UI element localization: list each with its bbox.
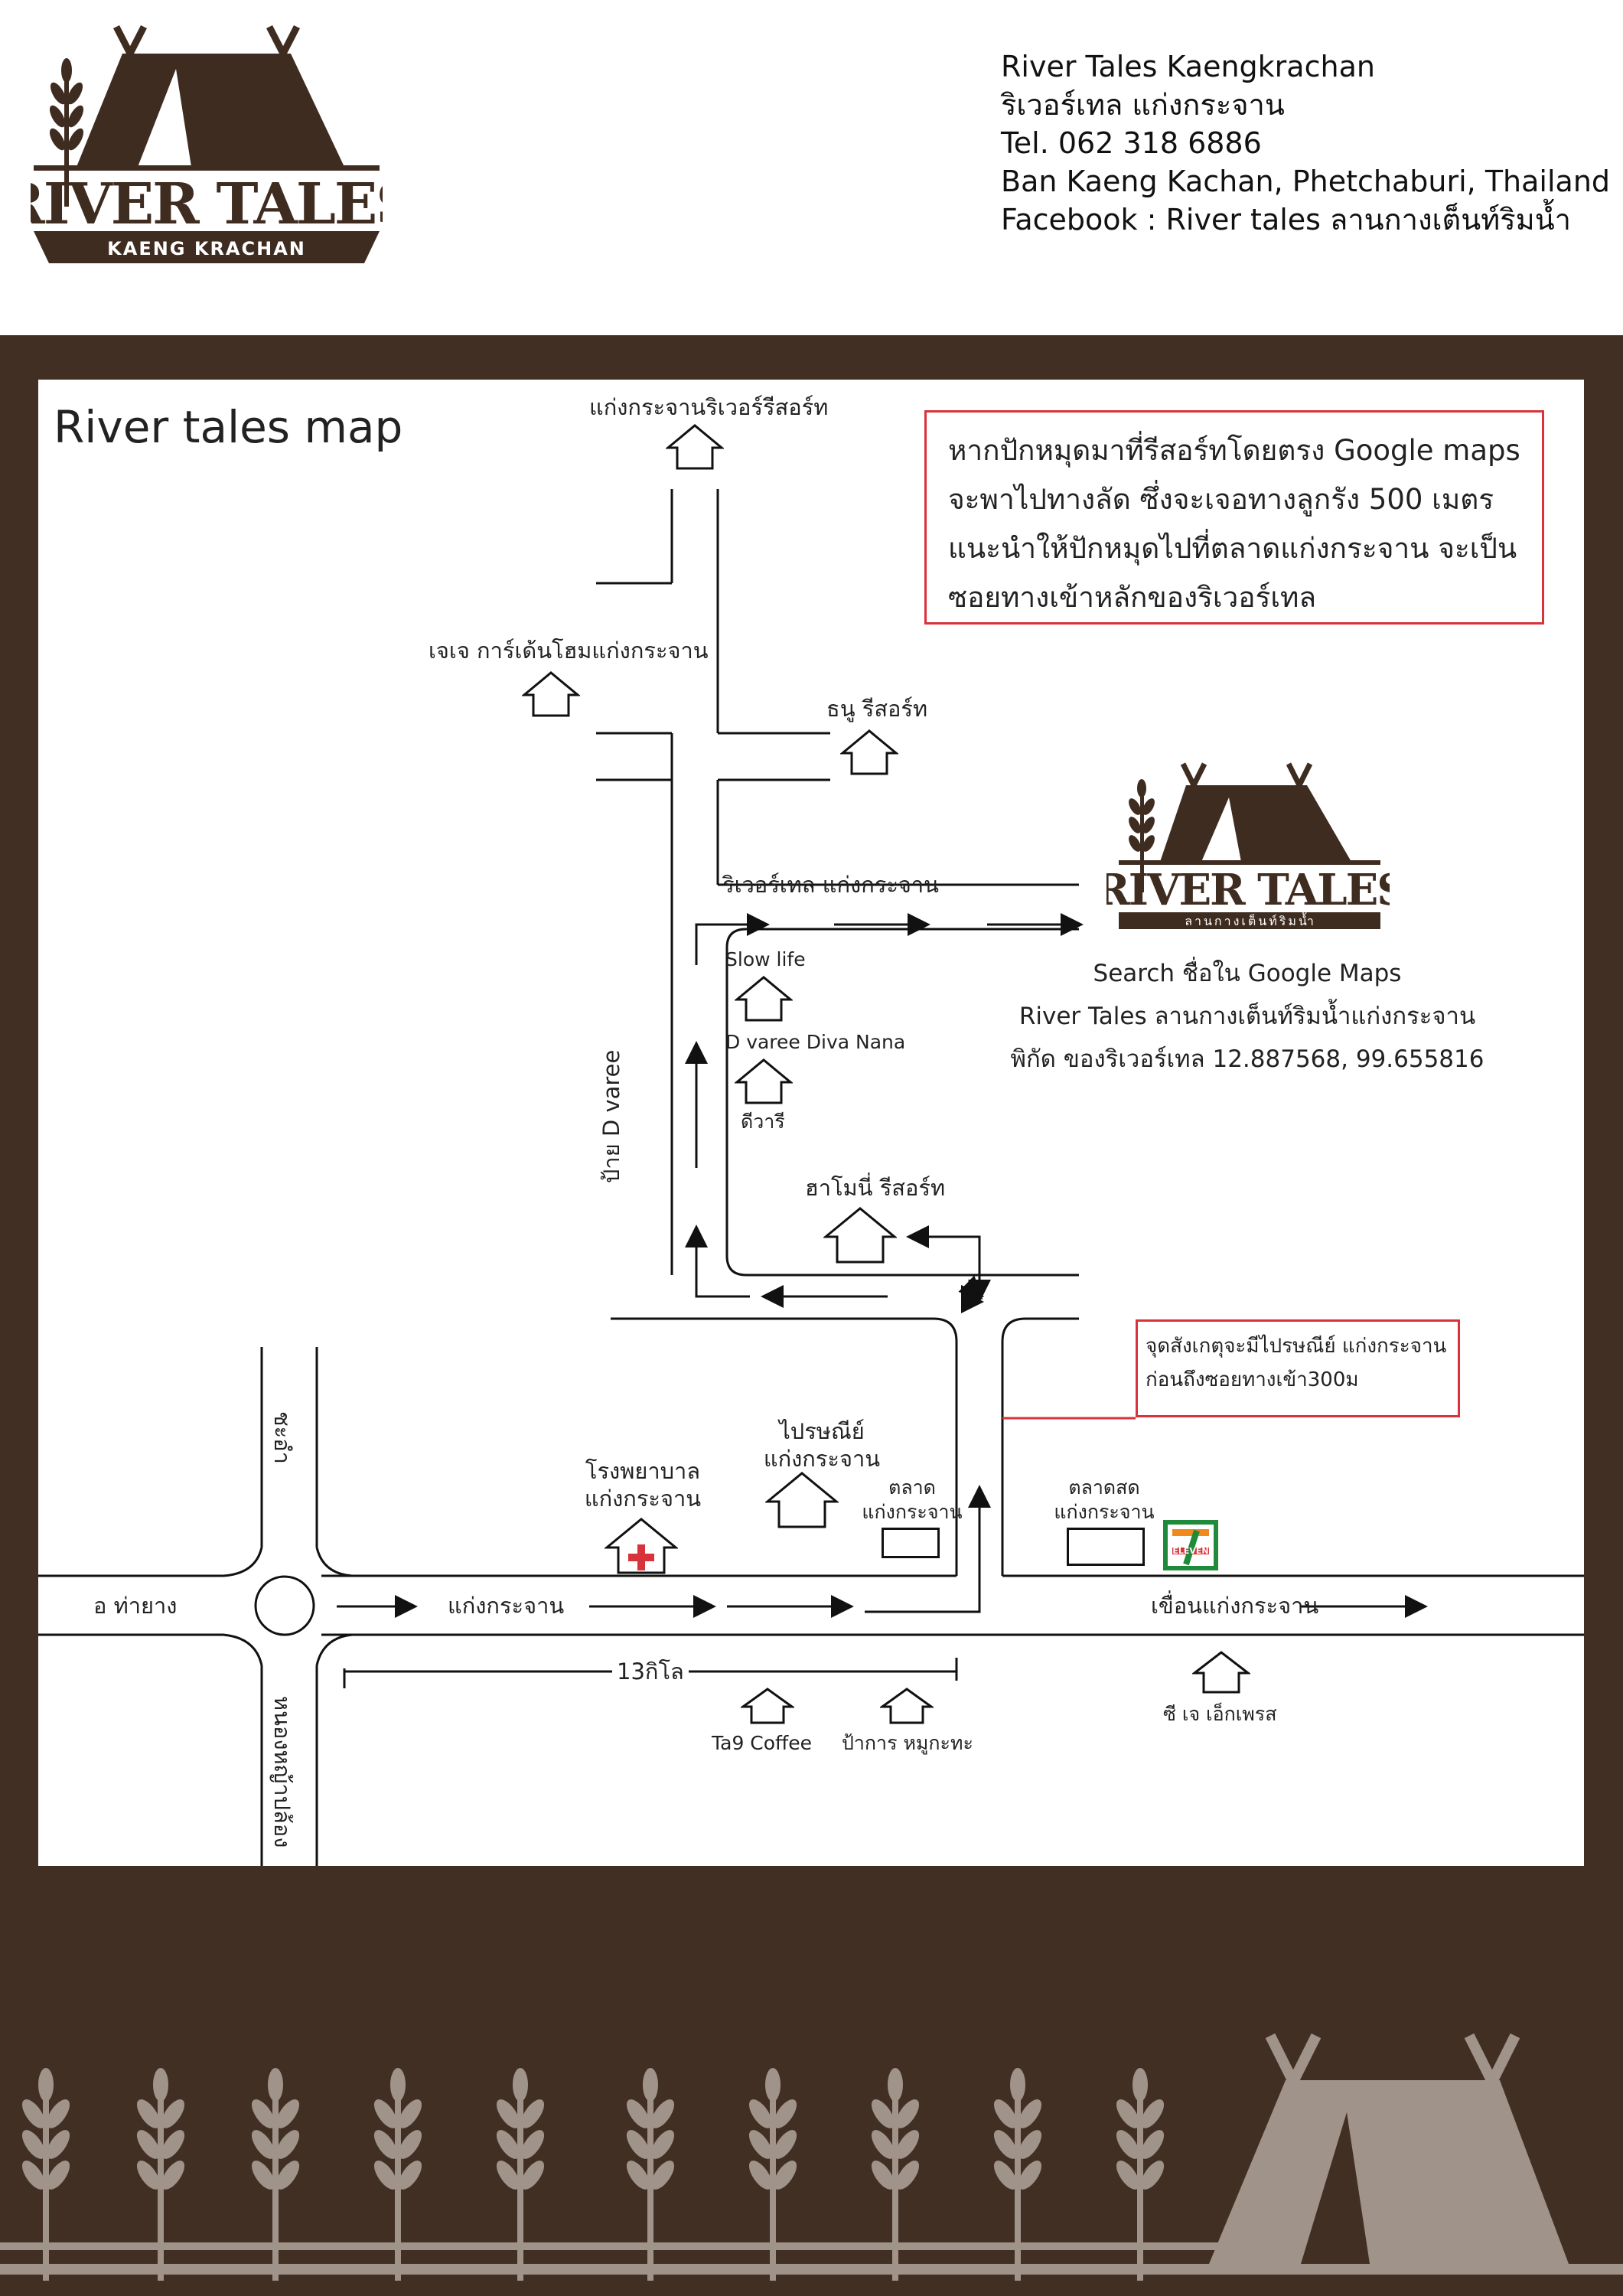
- label-market: ตลาด แก่งกระจาน: [859, 1476, 966, 1525]
- note-line: แนะนำให้ปักหมุดไปที่ตลาดแก่งกระจาน จะเป็…: [948, 532, 1517, 565]
- house-icon: [1192, 1651, 1250, 1694]
- label-cj-express: ซี เจ เอ็กเพรส: [1163, 1703, 1277, 1725]
- svg-text:RIVER TALES: RIVER TALES: [1106, 865, 1390, 915]
- contact-facebook: Facebook : River tales ลานกางเต็นท์ริมน้…: [1001, 203, 1572, 236]
- label-line: แก่งกระจาน: [1054, 1501, 1155, 1523]
- svg-text:KAENG KRACHAN: KAENG KRACHAN: [107, 238, 306, 259]
- house-icon: [666, 424, 724, 470]
- contact-name-en: River Tales Kaengkrachan: [1001, 50, 1375, 83]
- market-box: [882, 1528, 940, 1558]
- label-tanu-resort: ธนู รีสอร์ท: [826, 696, 928, 722]
- label-post-office: ไปรษณีย์ แก่งกระจาน: [753, 1417, 891, 1473]
- label-hospital: โรงพยาบาล แก่งกระจาน: [574, 1457, 712, 1512]
- house-icon: [840, 729, 898, 775]
- label-fresh-market: ตลาดสด แก่งกระจาน: [1047, 1476, 1162, 1525]
- label-line: ตลาด: [888, 1476, 936, 1499]
- house-icon: [765, 1472, 839, 1528]
- label-kaeng-krachan-road: แก่งกระจาน: [448, 1593, 565, 1619]
- label-d-varee-th: ดีวารี: [741, 1110, 785, 1133]
- label-river-tales-road: ริเวอร์เทล แก่งกระจาน: [722, 872, 940, 898]
- label-d-varee: D varee Diva Nana: [725, 1031, 906, 1053]
- house-icon: [735, 976, 793, 1022]
- label-ta9-coffee: Ta9 Coffee: [712, 1732, 813, 1754]
- search-line: River Tales ลานกางเต็นท์ริมน้ำแก่งกระจาน: [1018, 1003, 1476, 1030]
- label-jj-garden: เจเจ การ์เด้นโฮมแก่งกระจาน: [429, 638, 709, 664]
- resort-logo: RIVER TALES ลานกางเต็นท์ริมน้ำ: [1106, 762, 1390, 929]
- wheat-icon: [0, 2068, 1623, 2281]
- label-nong-ya-plong: หนองหญ้าปล้อง: [269, 1696, 295, 1848]
- map-panel: River tales map หากปักหมุดมาที่รีสอร์ทโด…: [38, 380, 1584, 1866]
- house-icon: [880, 1688, 934, 1724]
- note-line: ซอยทางเข้าหลักของริเวอร์เทล: [948, 581, 1317, 614]
- label-line: โรงพยาบาล: [585, 1458, 701, 1484]
- note-line: จุดสังเกตุจะมีไปรษณีย์ แก่งกระจาน: [1146, 1335, 1447, 1358]
- label-amoni-resort: ฮาโมนี่ รีสอร์ท: [805, 1175, 946, 1201]
- note-post-office: จุดสังเกตุจะมีไปรษณีย์ แก่งกระจาน ก่อนถึ…: [1136, 1319, 1460, 1417]
- map-title: River tales map: [54, 401, 403, 453]
- label-line: แก่งกระจาน: [763, 1446, 881, 1472]
- label-line: แก่งกระจาน: [862, 1501, 963, 1523]
- label-cha-am: ชะอำ: [269, 1411, 295, 1464]
- label-d-varee-sign: ป้าย D varee: [598, 1049, 624, 1183]
- label-river-resort: แก่งกระจานริเวอร์รีสอร์ท: [589, 394, 829, 420]
- search-instructions: Search ชื่อใน Google Maps River Tales ลา…: [926, 952, 1569, 1081]
- svg-text:ลานกางเต็นท์ริมน้ำ: ลานกางเต็นท์ริมน้ำ: [1185, 912, 1316, 928]
- label-dam-road: เขื่อนแก่งกระจาน: [1151, 1593, 1319, 1619]
- tent-silhouette-icon: [1209, 2033, 1569, 2264]
- note-line: หากปักหมุดมาที่รีสอร์ทโดยตรง Google maps: [948, 434, 1520, 467]
- tent-logo-icon: RIVER TALES KAENG KRACHAN: [31, 24, 383, 263]
- house-icon: [823, 1207, 897, 1264]
- house-icon: [522, 671, 580, 717]
- label-pakarn: ป้าการ หมูกะทะ: [842, 1732, 973, 1754]
- note-line: จะพาไปทางลัด ซึ่งจะเจอทางลูกรัง 500 เมตร: [948, 483, 1494, 516]
- label-line: ไปรษณีย์: [779, 1418, 865, 1444]
- contact-info: River Tales Kaengkrachan ริเวอร์เทล แก่ง…: [1001, 47, 1613, 239]
- house-icon: [741, 1688, 794, 1724]
- footer-decoration: [0, 2033, 1623, 2281]
- label-tha-yang: อ ท่ายาง: [93, 1593, 178, 1619]
- label-distance: 13กิโล: [617, 1658, 684, 1684]
- hospital-cross-icon: [605, 1518, 678, 1574]
- svg-text:RIVER TALES: RIVER TALES: [31, 171, 383, 237]
- contact-name-th: ริเวอร์เทล แก่งกระจาน: [1001, 88, 1285, 122]
- fresh-market-box: [1067, 1528, 1145, 1566]
- header: RIVER TALES KAENG KRACHAN River Tales Ka…: [0, 0, 1623, 335]
- search-line: พิกัด ของริเวอร์เทล 12.887568, 99.655816: [1010, 1045, 1484, 1073]
- seven-eleven-logo-icon: ELEVEN: [1163, 1520, 1218, 1570]
- road-network: [38, 489, 1584, 1866]
- label-line: แก่งกระจาน: [584, 1486, 702, 1512]
- svg-text:ELEVEN: ELEVEN: [1172, 1546, 1208, 1556]
- label-slow-life: Slow life: [725, 948, 806, 970]
- contact-phone: Tel. 062 318 6886: [1001, 126, 1262, 160]
- contact-address: Ban Kaeng Kachan, Phetchaburi, Thailand: [1001, 165, 1611, 198]
- search-line: Search ชื่อใน Google Maps: [1093, 960, 1402, 987]
- house-icon: [735, 1058, 793, 1104]
- note-google-maps: หากปักหมุดมาที่รีสอร์ทโดยตรง Google maps…: [924, 410, 1544, 625]
- arrow-icon: [337, 913, 1428, 1618]
- note-line: ก่อนถึงซอยทางเข้า300ม: [1146, 1368, 1359, 1391]
- label-line: ตลาดสด: [1068, 1476, 1140, 1499]
